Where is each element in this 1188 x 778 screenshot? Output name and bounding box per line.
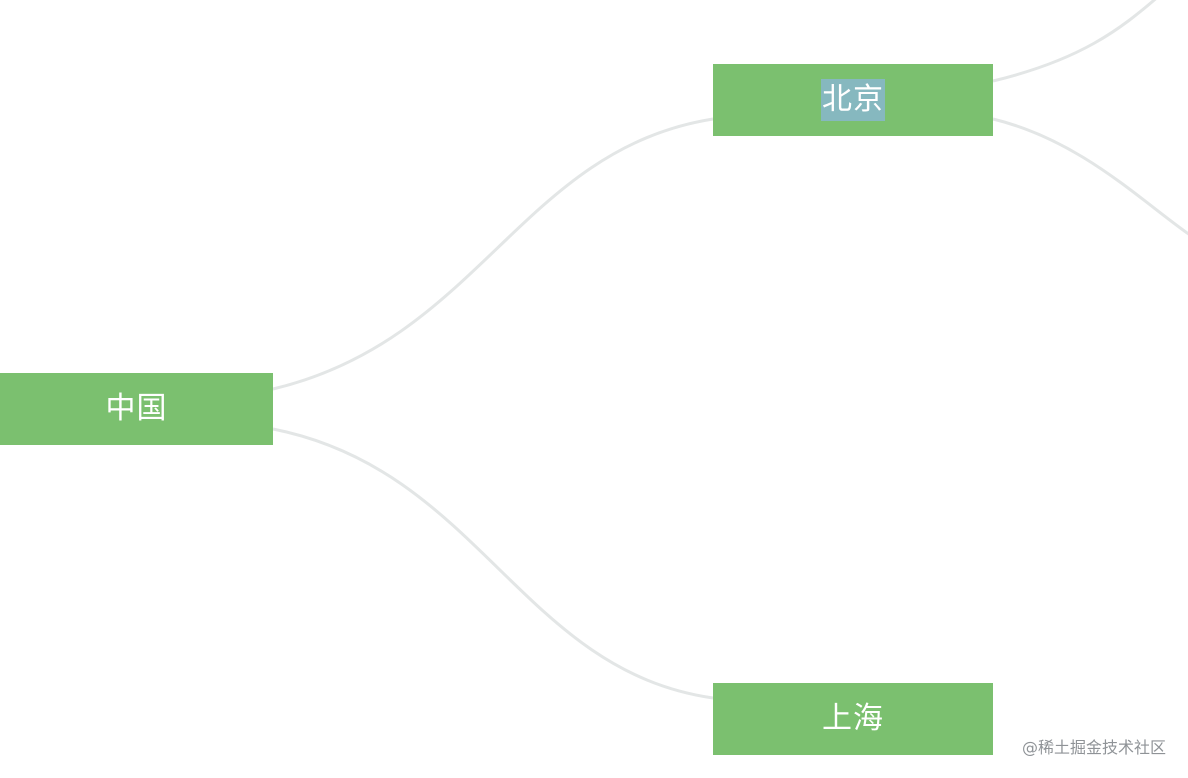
link-root-to-shanghai — [272, 427, 714, 700]
watermark: @稀土掘金技术社区 — [1021, 738, 1166, 757]
link-beijing-to-offscreen-lower — [992, 117, 1188, 236]
node-label-beijing-selected[interactable]: 北京 — [821, 79, 885, 121]
node-label-shanghai: 上海 — [822, 701, 884, 736]
link-beijing-to-offscreen-upper — [992, 0, 1157, 83]
node-label-root: 中国 — [105, 391, 168, 426]
mindmap-node-shanghai[interactable]: 上海 — [713, 683, 993, 755]
mindmap-node-root[interactable]: 中国 — [0, 373, 273, 445]
mindmap-node-beijing[interactable]: 北京 — [713, 64, 993, 136]
link-root-to-beijing — [272, 117, 714, 391]
